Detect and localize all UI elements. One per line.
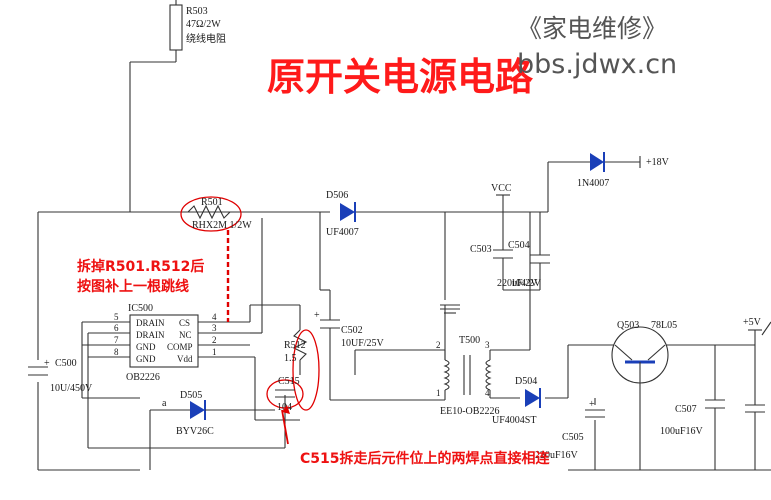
- r501-ref: R501: [201, 197, 223, 208]
- d504-diode: D504 UF4004ST: [492, 376, 541, 426]
- d505-value: BYV26C: [176, 426, 214, 437]
- r503-ref: R503: [186, 6, 208, 17]
- ic500-pin-number: 5: [114, 312, 119, 322]
- ic500-pin-number: 8: [114, 347, 119, 357]
- q503-regulator: Q503 78L05: [611, 320, 677, 385]
- note-jumper: 按图补上一根跳线: [77, 278, 189, 295]
- t500-part: EE10-OB2226: [440, 406, 499, 417]
- c515-ref: C515: [278, 376, 300, 387]
- r512-ref: R512: [284, 340, 306, 351]
- ic500-pin-label: GND: [136, 354, 156, 364]
- q503-ref: Q503: [617, 320, 639, 331]
- r503-desc: 绕线电阻: [186, 32, 226, 45]
- ic500-pin-number: 3: [212, 323, 217, 333]
- r512-resistor: R512 1.5: [284, 329, 320, 411]
- d505-anode-mark: a: [162, 398, 167, 409]
- c505-capacitor: + C505 220uF16V: [535, 399, 605, 461]
- ic500-pin-number: 6: [114, 323, 119, 333]
- ic500-pin-label: DRAIN: [136, 318, 165, 328]
- ic500-chip: IC500 OB2226 DRAIN DRAIN GND GND CS NC C…: [114, 303, 217, 383]
- ic500-pin-number: 1: [212, 347, 217, 357]
- c507-ref: C507: [675, 404, 697, 415]
- ic500-ref: IC500: [128, 303, 153, 314]
- c503-capacitor: C503 220uF/2V: [470, 244, 538, 289]
- rail-5v-label: +5V: [743, 317, 762, 328]
- r503-resistor: R503 47Ω/2W 绕线电阻: [169, 4, 226, 51]
- c505-value: 220uF16V: [535, 450, 579, 461]
- t500-transformer: T500 EE10-OB2226 2 3 1 4: [436, 305, 499, 417]
- d506-value: UF4007: [326, 227, 359, 238]
- c502-capacitor: + C502 10UF/25V: [314, 310, 385, 349]
- t500-ref: T500: [459, 335, 480, 346]
- c500-value: 10U/450V: [50, 383, 93, 394]
- c515-capacitor: C515 104: [266, 376, 304, 413]
- c515-value: 104: [277, 402, 292, 413]
- c515-arrow: [281, 405, 290, 445]
- ic500-pin-number: 2: [212, 335, 217, 345]
- ic500-part: OB2226: [126, 372, 160, 383]
- note-c515: C515拆走后元件位上的两焊点直接相连: [300, 450, 550, 467]
- t500-pin: 2: [436, 340, 441, 350]
- r512-value: 1.5: [284, 353, 297, 364]
- c502-ref: C502: [341, 325, 363, 336]
- ic500-pin-label: Vdd: [177, 354, 193, 364]
- t500-pin: 4: [485, 388, 490, 398]
- ic500-pin-label: COMP: [167, 342, 193, 352]
- c504-value: 104/2V: [511, 278, 542, 289]
- d505-ref: D505: [180, 390, 202, 401]
- svg-text:+: +: [314, 310, 320, 321]
- d505-diode: a D505 BYV26C: [149, 390, 275, 470]
- c505-ref: C505: [562, 432, 584, 443]
- ic500-pin-number: 7: [114, 335, 119, 345]
- c502-value: 10UF/25V: [341, 338, 385, 349]
- watermark-line1: 《家电维修》: [517, 14, 667, 43]
- t500-pin: 1: [436, 388, 441, 398]
- page-title: 原开关电源电路: [267, 55, 534, 99]
- c504-ref: C504: [508, 240, 530, 251]
- c507-value: 100uF16V: [660, 426, 704, 437]
- rail-18v-label: +18V: [646, 157, 670, 168]
- ic500-pin-label: GND: [136, 342, 156, 352]
- c507-capacitor: C507 100uF16V: [660, 399, 725, 437]
- vcc-node: VCC: [491, 183, 512, 196]
- ic500-pin-label: NC: [179, 330, 192, 340]
- rail-5v: +5V: [743, 317, 771, 336]
- ic500-pin-label: CS: [179, 318, 190, 328]
- svg-text:+: +: [44, 358, 50, 369]
- right-edge-capacitor: [745, 404, 765, 418]
- q503-part: 78L05: [651, 320, 677, 331]
- vcc-label: VCC: [491, 183, 512, 194]
- d-top-ref: 1N4007: [577, 178, 609, 189]
- c503-value: 220uF/2V: [497, 278, 538, 289]
- svg-text:+: +: [589, 399, 595, 410]
- watermark-line2: bbs.jdwx.cn: [517, 49, 677, 80]
- note-remove: 拆掉R501.R512后: [77, 258, 204, 275]
- c503-ref: C503: [470, 244, 492, 255]
- d506-ref: D506: [326, 190, 348, 201]
- d-top-diode: +18V 1N4007: [577, 152, 670, 189]
- c504-capacitor: C504 104/2V: [508, 240, 550, 289]
- r503-value: 47Ω/2W: [186, 19, 221, 30]
- t500-pin: 3: [485, 340, 490, 350]
- r501-resistor: R501 RHX2M 1/2W: [180, 196, 252, 232]
- c500-capacitor: + C500 10U/450V: [28, 358, 93, 394]
- ic500-pin-label: DRAIN: [136, 330, 165, 340]
- d504-value: UF4004ST: [492, 415, 536, 426]
- r501-value: RHX2M 1/2W: [192, 220, 252, 231]
- d504-ref: D504: [515, 376, 537, 387]
- ic500-pin-number: 4: [212, 312, 217, 322]
- d506-diode: D506 UF4007: [326, 190, 359, 238]
- c500-ref: C500: [55, 358, 77, 369]
- circuit-wires: [37, 0, 771, 471]
